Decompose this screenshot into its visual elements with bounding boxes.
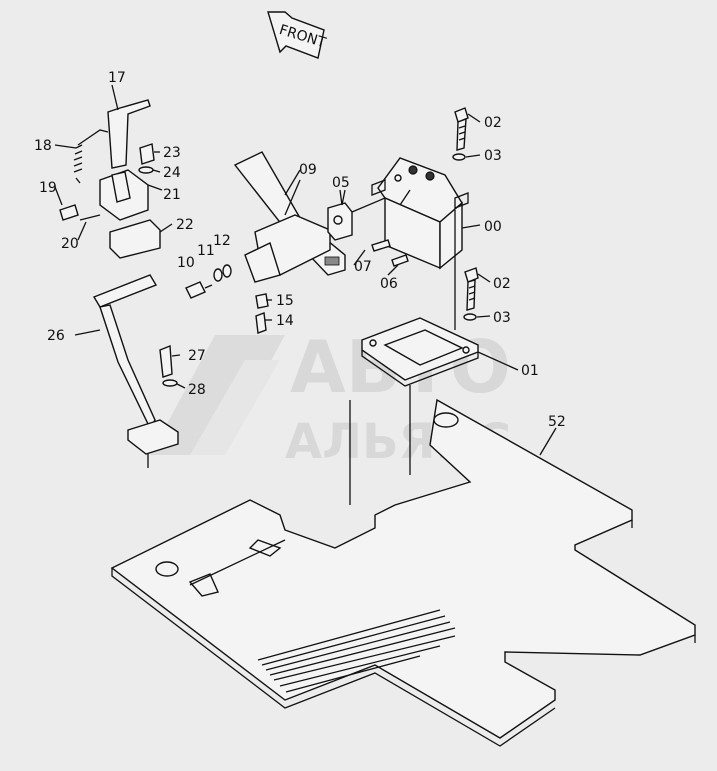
callout-17: 17: [108, 70, 126, 86]
part-17-bracket: [107, 84, 151, 169]
part-12-washer: [222, 264, 232, 278]
leader-03-lower: [476, 315, 491, 318]
part-05-block: [327, 189, 386, 241]
callout-28: 28: [188, 382, 206, 398]
part-15-nut: [255, 293, 269, 309]
callout-20: 20: [61, 236, 79, 252]
part-09-pedal: [233, 151, 346, 283]
part-00-box: [371, 157, 469, 330]
part-24-washer: [138, 166, 154, 174]
floor-plate: [110, 398, 696, 747]
floor-grating: [257, 609, 456, 693]
callout-00: 00: [484, 219, 502, 235]
part-18-spring: [73, 129, 109, 184]
part-20-clip: [79, 214, 101, 221]
part-10-bolt: [185, 281, 206, 299]
part-02-bolt-lower: [464, 267, 491, 311]
callout-27: 27: [188, 348, 206, 364]
leaders: [54, 144, 557, 456]
callout-19: 19: [39, 180, 57, 196]
front-arrow: FRONT: [267, 11, 328, 59]
part-27-bolt: [159, 344, 173, 378]
callout-14: 14: [276, 313, 294, 329]
callout-24: 24: [163, 165, 181, 181]
part-07-pin: [371, 239, 391, 252]
part-21-stop: [99, 169, 149, 221]
part-23-bolt: [139, 143, 155, 165]
callout-07: 07: [354, 259, 372, 275]
leader-03-upper: [465, 154, 481, 158]
part-22-block: [109, 219, 161, 259]
part-06-pin: [391, 254, 409, 267]
callout-02-upper: 02: [484, 115, 502, 131]
callout-15: 15: [276, 293, 294, 309]
callout-26: 26: [47, 328, 65, 344]
callout-12: 12: [213, 233, 231, 249]
callout-06: 06: [380, 276, 398, 292]
callout-labels: 17 18 23 24 19 21 20 22 10 11 12 09 05 1…: [34, 70, 566, 430]
callout-03-upper: 03: [484, 148, 502, 164]
part-11-washer: [213, 268, 223, 282]
callout-03-lower: 03: [493, 310, 511, 326]
part-03-washer-upper: [452, 153, 466, 161]
callout-05: 05: [332, 175, 350, 191]
callout-23: 23: [163, 145, 181, 161]
callout-21: 21: [163, 187, 181, 203]
callout-22: 22: [176, 217, 194, 233]
part-14-bolt: [255, 312, 267, 334]
callout-18: 18: [34, 138, 52, 154]
callout-11: 11: [197, 243, 215, 259]
part-19-pin: [59, 204, 79, 221]
callout-10: 10: [177, 255, 195, 271]
part-28-washer: [162, 379, 178, 387]
part-02-bolt-upper: [454, 107, 481, 151]
callout-09: 09: [299, 162, 317, 178]
callout-52: 52: [548, 414, 566, 430]
part-26-lever: [92, 274, 179, 455]
part-03-washer-lower: [463, 313, 477, 321]
callout-02-lower: 02: [493, 276, 511, 292]
callout-01: 01: [521, 363, 539, 379]
part-01-frame: [361, 317, 479, 387]
